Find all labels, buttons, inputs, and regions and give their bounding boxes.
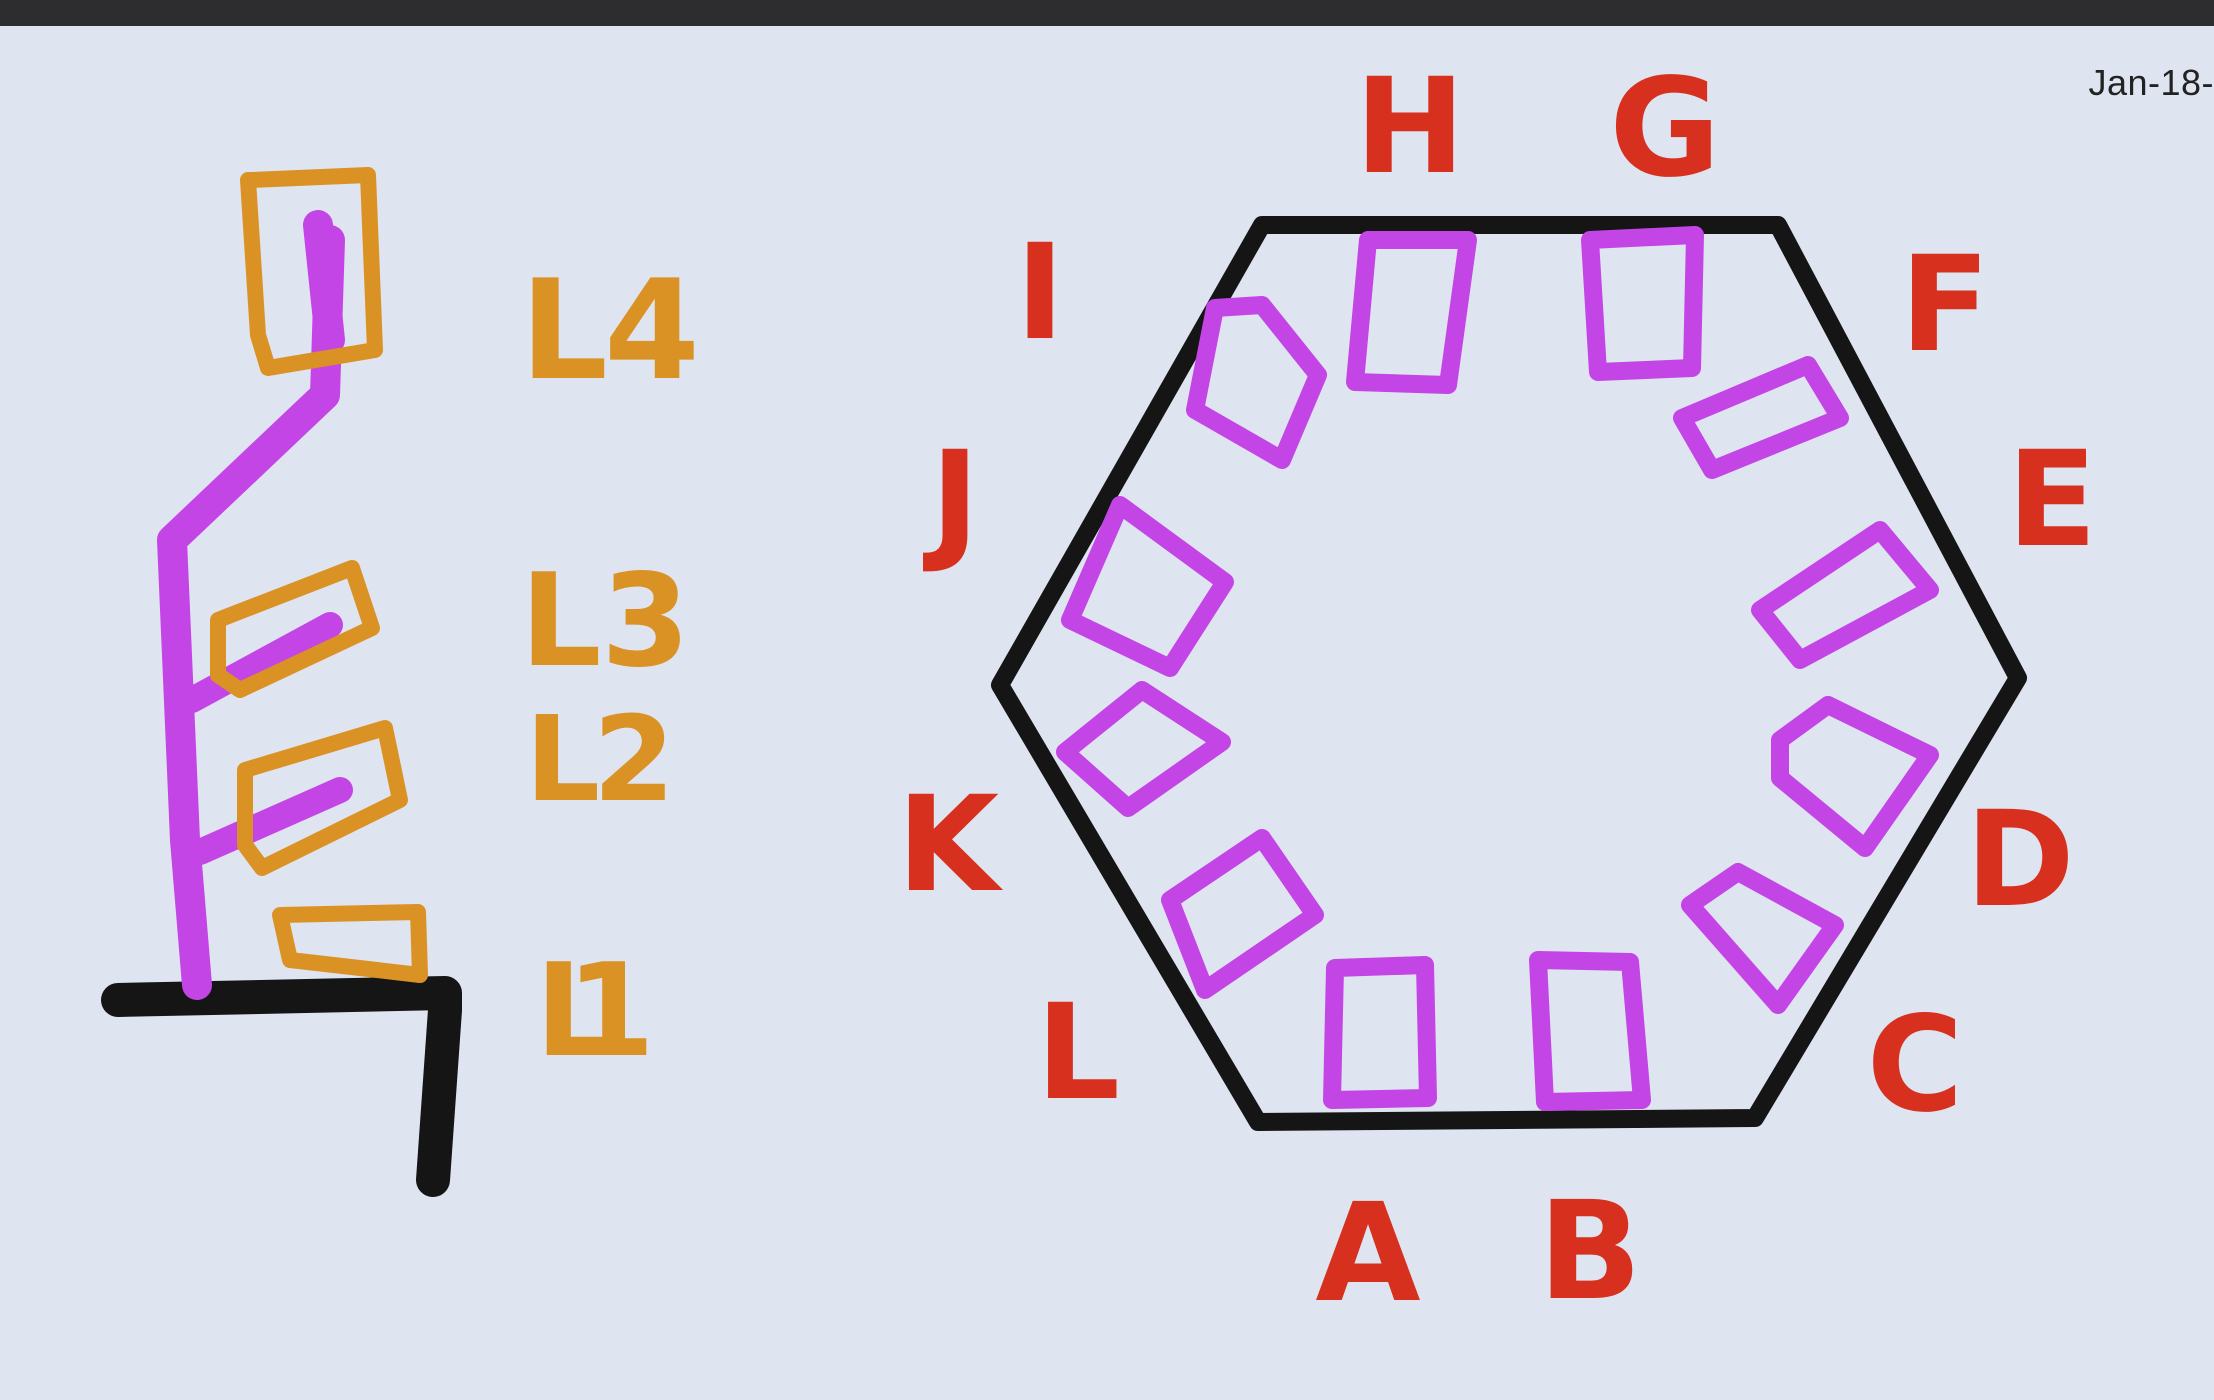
via-stub-l2 bbox=[187, 777, 353, 865]
position-label-c: C bbox=[1867, 988, 1964, 1142]
pad-c bbox=[1681, 863, 1844, 1014]
layer-label-l1: L1 bbox=[535, 937, 655, 1086]
pad-e bbox=[1751, 521, 1939, 669]
layer-label-l3: L3 bbox=[520, 547, 690, 696]
position-labels: A B C D E F G H I J K L bbox=[897, 50, 2097, 1333]
layer-pad-l4 bbox=[240, 167, 383, 376]
date-stamp: Jan-18- bbox=[2088, 62, 2214, 103]
hexagon-outline bbox=[991, 216, 2027, 1131]
top-bar bbox=[0, 0, 2214, 26]
position-label-i: I bbox=[1015, 216, 1064, 370]
via-stub-l4 bbox=[303, 210, 345, 355]
position-label-b: B bbox=[1538, 1173, 1642, 1331]
pad-l bbox=[1161, 829, 1324, 999]
via-stub-l3 bbox=[179, 612, 343, 713]
ground-symbol bbox=[101, 976, 462, 1197]
position-label-e: E bbox=[2007, 423, 2097, 577]
layer-label-l4: L4 bbox=[520, 250, 700, 411]
layer-stack-diagram bbox=[101, 167, 462, 1197]
layer-pad-l3 bbox=[210, 560, 380, 698]
pad-d bbox=[1771, 696, 1939, 857]
pad-k bbox=[1056, 681, 1231, 817]
pad-ring bbox=[1056, 226, 1939, 1111]
pad-j bbox=[1061, 496, 1234, 677]
position-label-l: L bbox=[1036, 976, 1120, 1130]
position-label-f: F bbox=[1900, 228, 1990, 382]
pad-h bbox=[1346, 231, 1477, 394]
pad-b bbox=[1529, 951, 1651, 1111]
layer-pad-l2 bbox=[237, 720, 408, 876]
pad-i bbox=[1186, 296, 1327, 469]
position-label-g: G bbox=[1609, 50, 1721, 208]
layer-pad-l1 bbox=[272, 904, 428, 983]
position-label-d: D bbox=[1965, 783, 2075, 937]
pad-g bbox=[1581, 226, 1704, 381]
layer-label-l2: L2 bbox=[525, 690, 675, 828]
position-label-k: K bbox=[897, 768, 1004, 922]
pad-a bbox=[1323, 956, 1437, 1109]
position-label-a: A bbox=[1315, 1175, 1420, 1333]
hexagon-diagram bbox=[991, 216, 2027, 1131]
layer-labels: L4 L3 L2 L1 bbox=[520, 250, 700, 1086]
position-label-h: H bbox=[1355, 50, 1465, 204]
position-label-j: J bbox=[922, 423, 979, 577]
pad-f bbox=[1673, 356, 1849, 479]
